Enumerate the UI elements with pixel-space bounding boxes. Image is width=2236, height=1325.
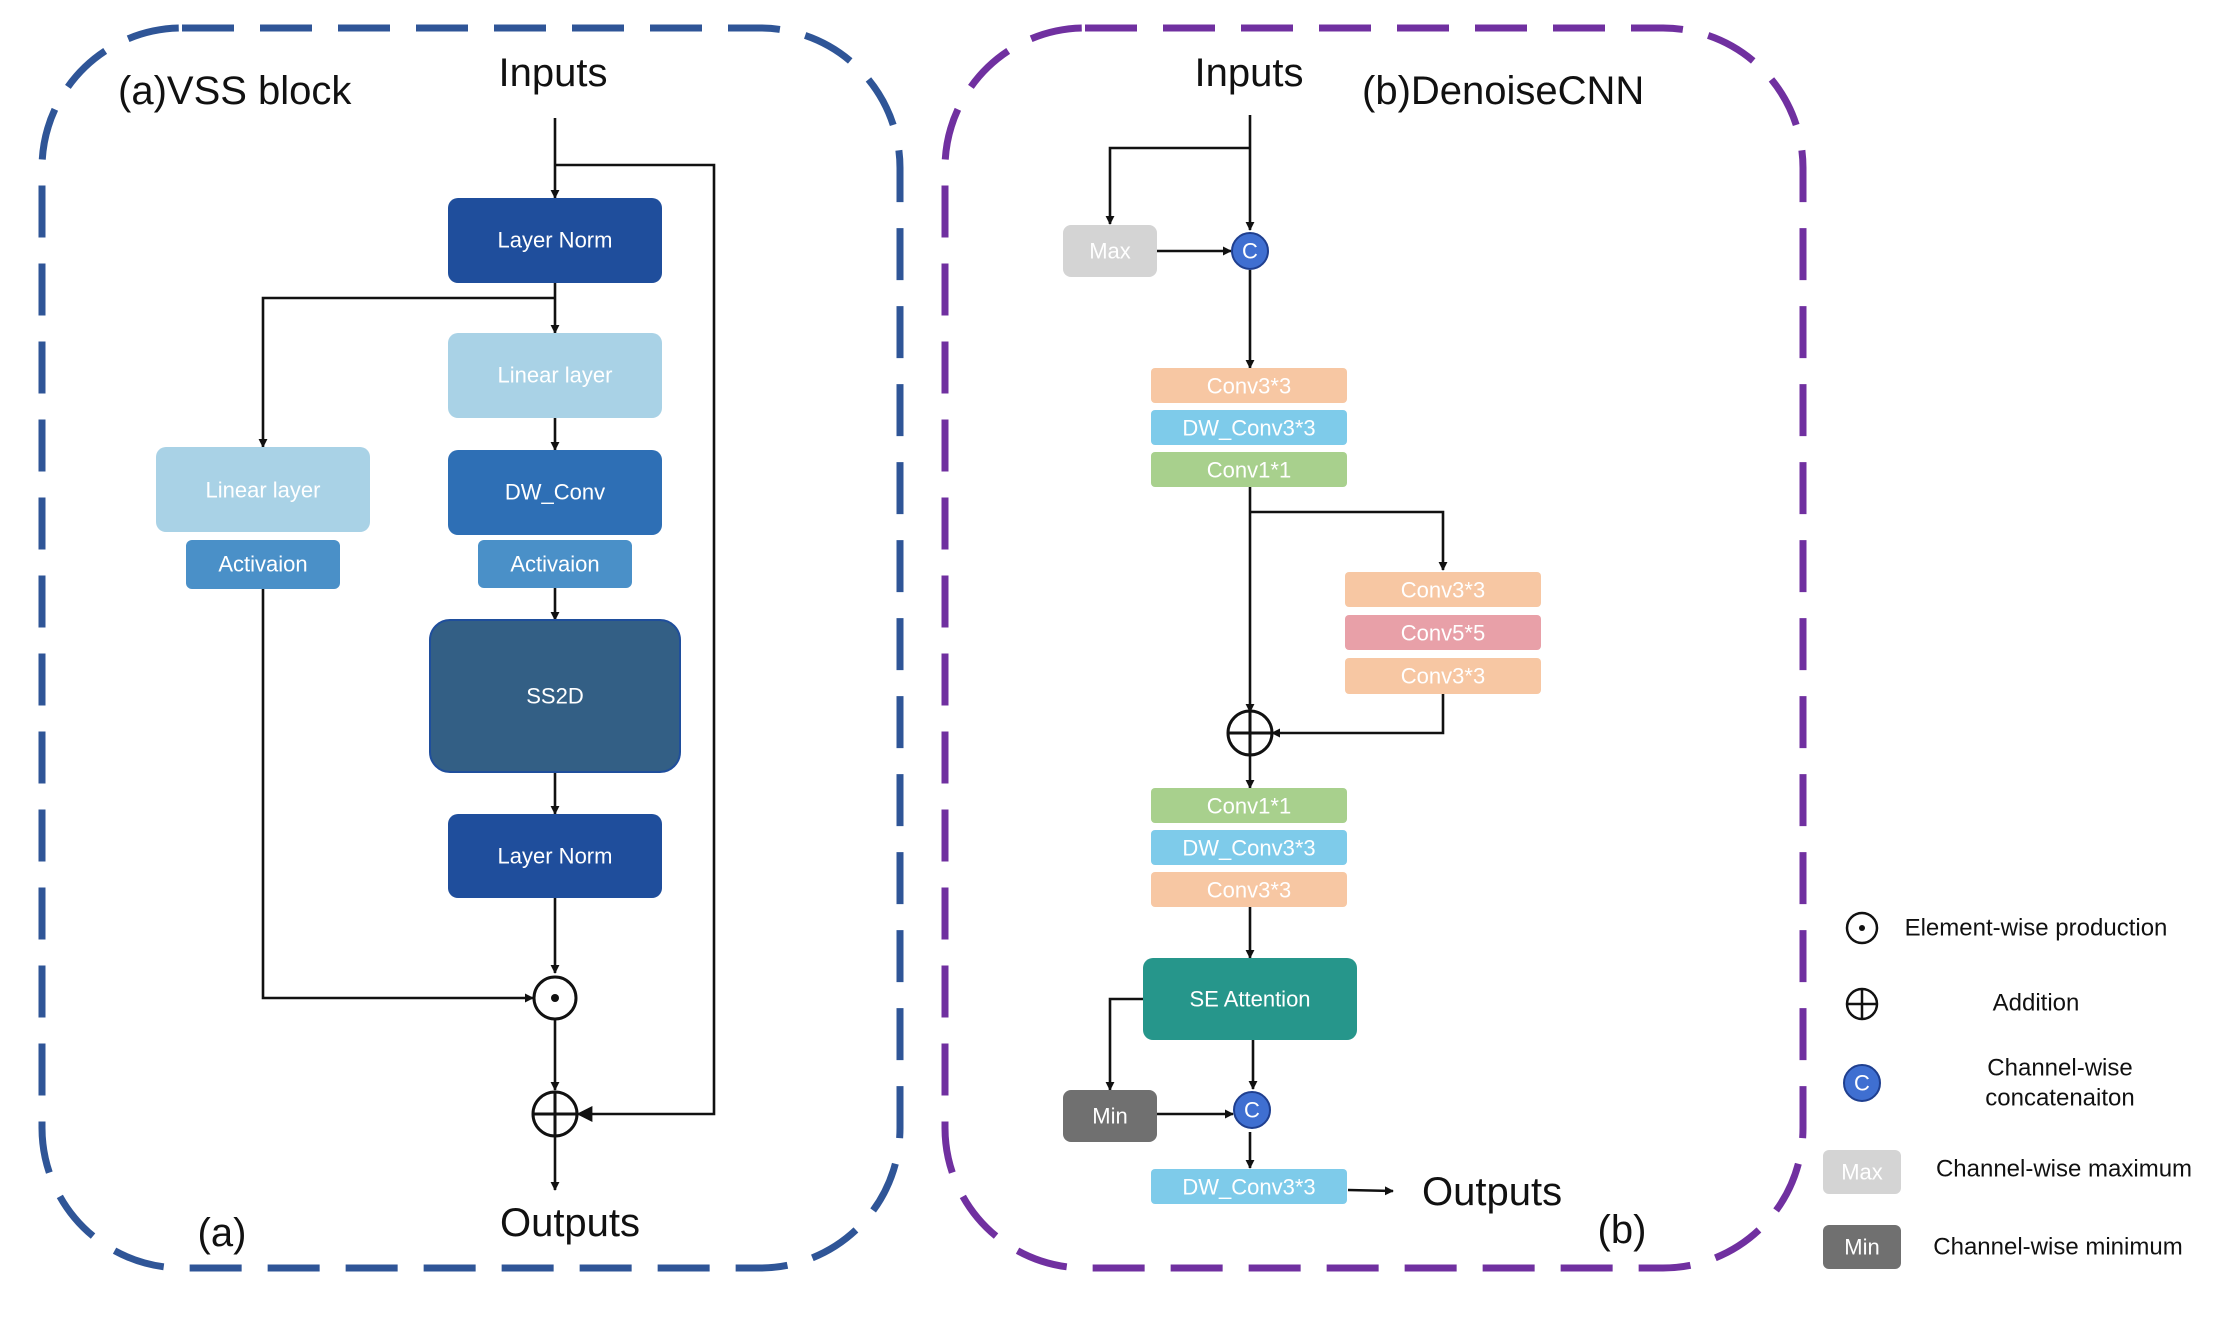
legend-concat: C Channel-wise concatenaiton [1843,1055,2135,1112]
branch-conv5-box: Conv5*5 [1345,615,1541,650]
se-attention-box: SE Attention [1143,958,1357,1040]
ss2d-box: SS2D [429,619,681,773]
linear-layer-left-label: Linear layer [206,478,321,503]
panel-b-title: (b)DenoiseCNN [1362,69,1644,113]
legend: Element-wise production Addition C Chann… [1823,911,2192,1269]
se-attention-label: SE Attention [1189,987,1310,1012]
linear-layer-right-label: Linear layer [498,363,613,388]
max-box: Max [1063,225,1157,277]
block1-dw-conv3-box: DW_Conv3*3 [1151,410,1347,445]
linear-layer-left-box: Linear layer [156,447,370,532]
panel-b-outputs-label: Outputs [1422,1170,1562,1214]
legend-min-symbol: Min [1844,1235,1879,1260]
legend-concat-line1: Channel-wise [1987,1055,2132,1082]
branch-conv3-bottom-box: Conv3*3 [1345,658,1541,694]
dw-conv-label: DW_Conv [505,480,605,505]
layer-norm-bottom-box: Layer Norm [448,814,662,898]
final-dw-conv3-box: DW_Conv3*3 [1151,1169,1347,1204]
block1-conv3-label: Conv3*3 [1207,374,1291,399]
ss2d-label: SS2D [526,684,583,709]
block2-conv3-box: Conv3*3 [1151,872,1347,907]
activation-right-box: Activaion [478,540,632,588]
layer-norm-top-box: Layer Norm [448,198,662,283]
block2-dw-conv3-label: DW_Conv3*3 [1182,836,1315,861]
element-wise-product-op [532,975,578,1021]
panel-a-title: (a)VSS block [118,69,352,113]
panel-b-connectors [1105,115,1448,1196]
dw-conv-box: DW_Conv [448,450,662,535]
block2-conv1-label: Conv1*1 [1207,794,1291,819]
panel-a-border [38,24,904,1272]
block2-conv3-label: Conv3*3 [1207,878,1291,903]
legend-max-label: Channel-wise maximum [1936,1156,2192,1183]
block1-dw-conv3-label: DW_Conv3*3 [1182,416,1315,441]
block1-conv3-box: Conv3*3 [1151,368,1347,403]
legend-min-label: Channel-wise minimum [1933,1234,2182,1261]
legend-max-icon [1823,1150,1901,1194]
panel-a-outputs-label: Outputs [500,1201,640,1245]
panel-b-tag: (b) [1598,1208,1647,1252]
addition-op-a [531,1090,579,1138]
panel-a-connectors [258,118,716,1191]
branch-conv3-top-label: Conv3*3 [1401,578,1485,603]
concat-op-bottom: C [1233,1091,1271,1129]
activation-left-label: Activaion [218,552,307,577]
panel-a-tag: (a) [198,1211,247,1255]
block2-conv1-box: Conv1*1 [1151,788,1347,823]
linear-layer-right-box: Linear layer [448,333,662,418]
panel-a-inputs-label: Inputs [499,51,608,95]
branch-conv3-bottom-label: Conv3*3 [1401,664,1485,689]
min-box: Min [1063,1090,1157,1142]
legend-concat-symbol: C [1854,1071,1870,1096]
legend-concat-icon [1843,1064,1881,1102]
max-label: Max [1089,239,1131,264]
legend-concat-line2: concatenaiton [1985,1085,2134,1112]
legend-addition-label: Addition [1993,990,2080,1017]
addition-op-b [1226,709,1274,757]
concat-op-bottom-symbol: C [1244,1098,1260,1123]
activation-right-label: Activaion [510,552,599,577]
concat-op-top-symbol: C [1242,239,1258,264]
legend-element-wise-label: Element-wise production [1905,915,2168,942]
legend-element-wise: Element-wise production [1845,911,2168,945]
panel-b-inputs-label: Inputs [1195,51,1304,95]
block1-conv1-box: Conv1*1 [1151,452,1347,487]
legend-max: Max Channel-wise maximum [1823,1150,2192,1194]
branch-conv5-label: Conv5*5 [1401,621,1485,646]
layer-norm-bottom-label: Layer Norm [498,844,613,869]
legend-min-icon [1823,1225,1901,1269]
legend-min: Min Channel-wise minimum [1823,1225,2183,1269]
block1-conv1-label: Conv1*1 [1207,458,1291,483]
block2-dw-conv3-box: DW_Conv3*3 [1151,830,1347,865]
activation-left-box: Activaion [186,540,340,589]
panel-b-border [941,24,1807,1272]
final-dw-conv3-label: DW_Conv3*3 [1182,1175,1315,1200]
legend-max-symbol: Max [1841,1160,1883,1185]
branch-conv3-top-box: Conv3*3 [1345,572,1541,607]
layer-norm-top-label: Layer Norm [498,228,613,253]
concat-op-top: C [1231,232,1269,270]
min-label: Min [1092,1104,1127,1129]
legend-addition: Addition [1845,987,2080,1021]
